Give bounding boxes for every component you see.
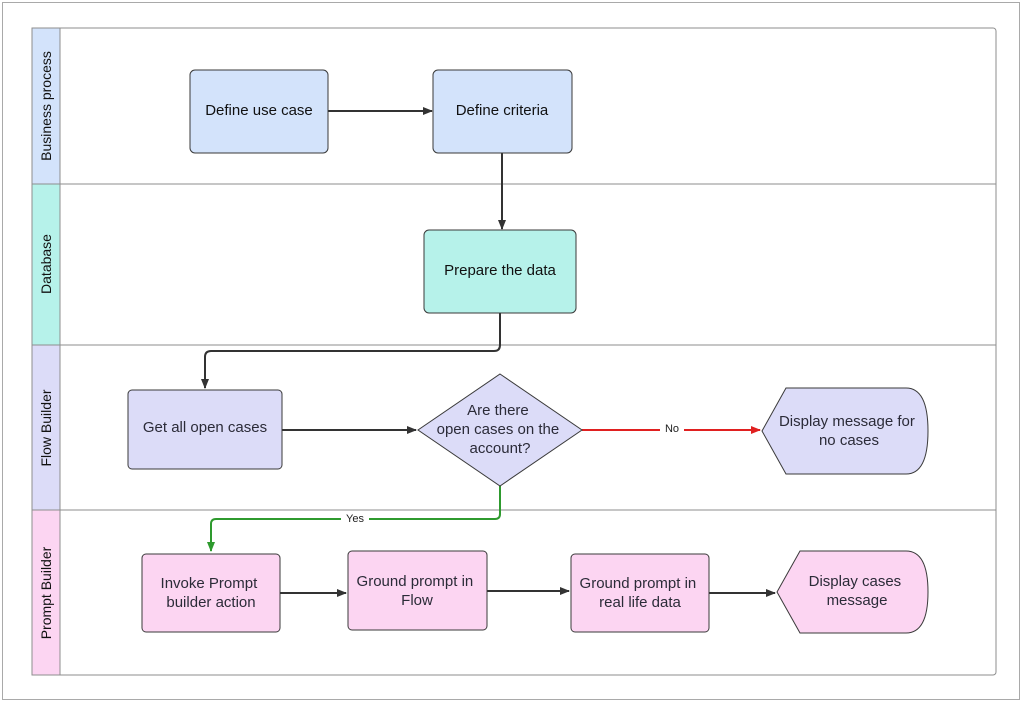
lane-label-prompt-builder: Prompt Builder	[38, 546, 54, 639]
lane-label-business-process: Business process	[38, 51, 54, 161]
lane-business-process: Business process	[31, 27, 61, 185]
edge-label-bg	[341, 512, 369, 525]
node-text-ground-flow: Ground prompt in Flow	[357, 573, 478, 609]
node-get-open-cases: Get all open cases	[127, 389, 283, 470]
edges: No Yes	[201, 107, 776, 597]
edge-prepare-to-get-cases	[201, 313, 501, 389]
node-text-invoke-prompt: Invoke Prompt builder action	[161, 575, 262, 611]
display-text-cases: Display cases message	[809, 573, 906, 609]
decision-text: Are there open cases on the account?	[437, 402, 564, 457]
node-ground-real: Ground prompt in real life data	[570, 553, 710, 633]
decision-open-cases: Are there open cases on the account?	[417, 373, 583, 487]
display-node-no-cases: Display message for no cases	[761, 387, 929, 475]
node-prepare-data: Prepare the data	[423, 229, 577, 314]
lane-header-prompt-builder	[31, 509, 61, 676]
node-ground-flow: Ground prompt in Flow	[347, 550, 488, 631]
display-text-no-cases: Display message for no cases	[779, 413, 919, 449]
edge-label-yes: Yes	[346, 513, 364, 525]
node-text-prepare-data: Prepare the data	[444, 262, 556, 279]
node-text-define-criteria: Define criteria	[456, 102, 549, 119]
edge-label-no: No	[665, 423, 679, 435]
lane-prompt-builder: Prompt Builder	[31, 509, 61, 676]
lane-header-flow-builder	[31, 344, 61, 511]
lane-header-business-process	[31, 27, 61, 185]
lane-label-database: Database	[38, 234, 54, 294]
lane-flow-builder: Flow Builder	[31, 344, 61, 511]
display-node-cases: Display cases message	[776, 550, 929, 634]
lane-label-flow-builder: Flow Builder	[38, 389, 54, 466]
node-define-criteria: Define criteria	[432, 69, 573, 154]
node-define-use-case: Define use case	[189, 69, 329, 154]
node-text-ground-real: Ground prompt in real life data	[580, 575, 701, 611]
node-text-define-use-case: Define use case	[205, 102, 313, 119]
lane-database: Database	[31, 183, 61, 346]
edge-label-bg	[660, 422, 684, 436]
node-invoke-prompt: Invoke Prompt builder action	[141, 553, 281, 633]
node-text-get-open-cases: Get all open cases	[143, 419, 267, 436]
